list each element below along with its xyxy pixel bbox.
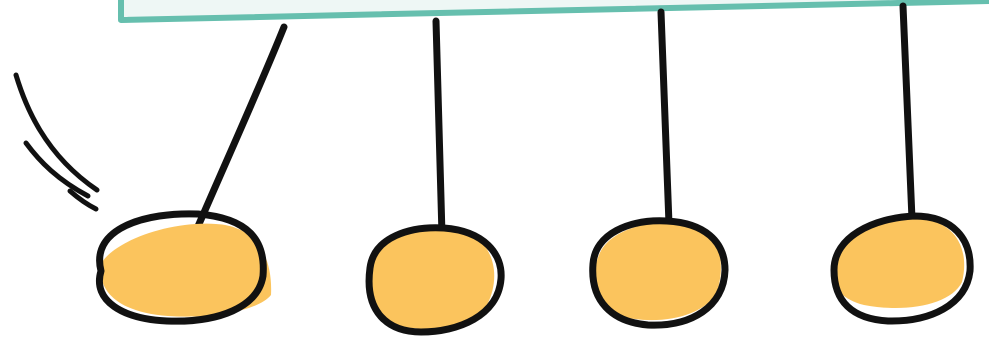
strings bbox=[196, 6, 912, 235]
string-3 bbox=[661, 12, 669, 224]
string-1 bbox=[196, 27, 284, 231]
string-4 bbox=[903, 6, 912, 219]
frame-bar bbox=[121, 0, 989, 20]
swing-motion-lines-icon bbox=[16, 75, 97, 209]
string-2 bbox=[436, 21, 442, 235]
pendulum-ball-4 bbox=[833, 216, 970, 321]
pendulum-ball-1 bbox=[99, 214, 271, 321]
pendulum-ball-2 bbox=[368, 228, 501, 332]
pendulum-ball-3 bbox=[593, 221, 725, 325]
